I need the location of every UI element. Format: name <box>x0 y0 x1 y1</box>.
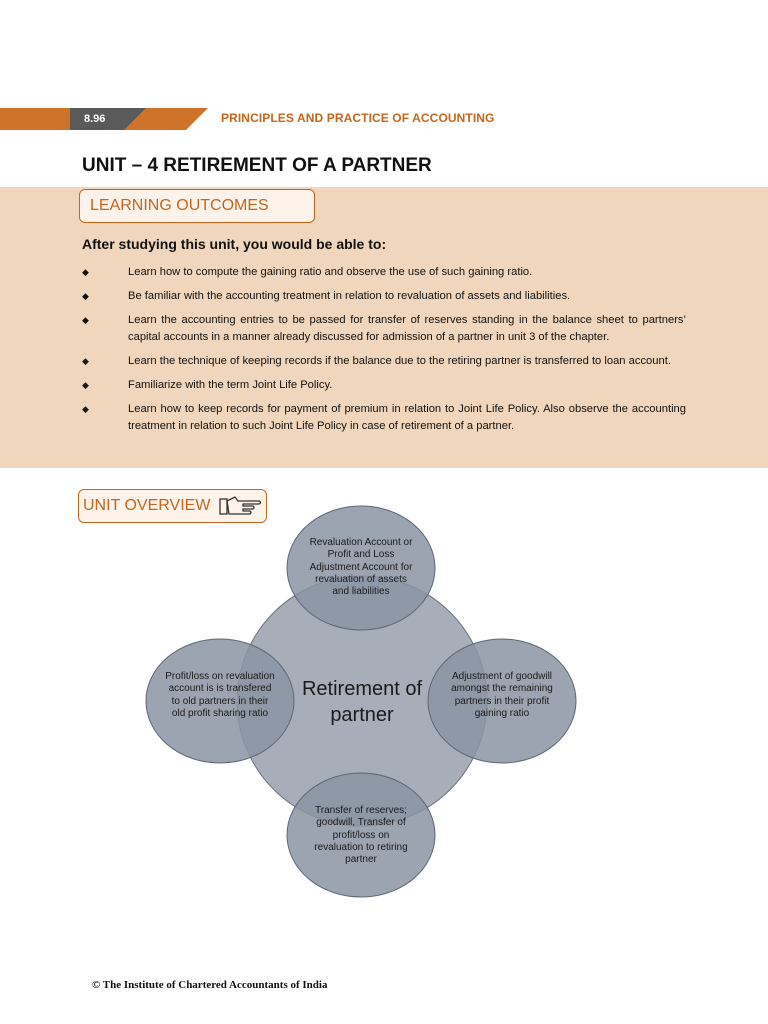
diagram-node-right: Adjustment of goodwill amongst the remai… <box>451 671 553 719</box>
list-item: ◆ Familiarize with the term Joint Life P… <box>82 377 686 394</box>
page-number: 8.96 <box>84 113 106 125</box>
page-title: UNIT – 4 RETIREMENT OF A PARTNER <box>82 155 432 176</box>
diagram-center-label: Retirement of partner <box>301 678 423 726</box>
diagram-node-bottom: Transfer of reserves; goodwill, Transfer… <box>314 805 408 866</box>
pointing-hand-icon <box>219 494 263 530</box>
list-item: ◆ Learn how to compute the gaining ratio… <box>82 264 686 281</box>
diagram-node-left: Profit/loss on revaluation account is is… <box>165 671 275 719</box>
list-item-text: Be familiar with the accounting treatmen… <box>128 290 571 302</box>
header-band <box>0 108 208 130</box>
diagram-node-top: Revaluation Account or Profit and Loss A… <box>309 537 413 598</box>
list-item-text: Familiarize with the term Joint Life Pol… <box>128 379 333 391</box>
diamond-bullet-icon: ◆ <box>82 315 89 325</box>
diamond-bullet-icon: ◆ <box>82 291 89 301</box>
learning-outcomes-band <box>0 187 768 468</box>
unit-overview-label: UNIT OVERVIEW <box>83 497 211 514</box>
list-item-text: Learn the accounting entries to be passe… <box>128 314 686 343</box>
running-title: PRINCIPLES AND PRACTICE OF ACCOUNTING <box>221 111 495 125</box>
diamond-bullet-icon: ◆ <box>82 404 89 414</box>
learning-outcomes-intro: After studying this unit, you would be a… <box>82 236 387 252</box>
copyright-footer: © The Institute of Chartered Accountants… <box>92 979 328 991</box>
list-item-text: Learn how to keep records for payment of… <box>128 403 686 432</box>
list-item-text: Learn how to compute the gaining ratio a… <box>128 266 533 278</box>
diamond-bullet-icon: ◆ <box>82 267 89 277</box>
learning-outcomes-heading: LEARNING OUTCOMES <box>79 189 315 223</box>
list-item: ◆ Be familiar with the accounting treatm… <box>82 288 686 305</box>
list-item: ◆ Learn the technique of keeping records… <box>82 353 686 370</box>
list-item: ◆ Learn how to keep records for payment … <box>82 401 686 435</box>
diamond-bullet-icon: ◆ <box>82 356 89 366</box>
learning-outcomes-list: ◆ Learn how to compute the gaining ratio… <box>82 264 686 442</box>
diamond-bullet-icon: ◆ <box>82 380 89 390</box>
list-item-text: Learn the technique of keeping records i… <box>128 355 671 367</box>
unit-overview-heading: UNIT OVERVIEW <box>78 489 267 523</box>
list-item: ◆ Learn the accounting entries to be pas… <box>82 312 686 346</box>
